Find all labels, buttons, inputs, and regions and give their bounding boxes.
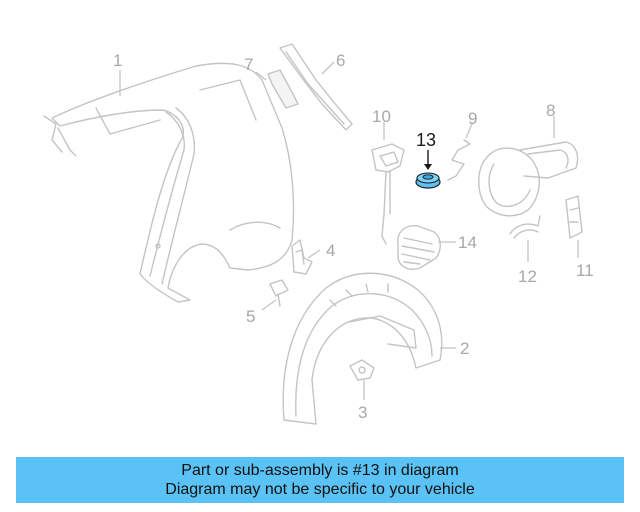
callout-6: 6 [336,51,345,70]
part-10-actuator[interactable] [371,143,405,245]
callout-11: 11 [576,261,594,280]
part-5-fastener[interactable] [269,279,289,307]
part-7-bracket[interactable] [267,69,299,109]
part-1-quarter-panel[interactable] [43,62,295,303]
part-8-fuel-door[interactable] [478,141,579,217]
callout-12: 12 [518,267,537,286]
callout-8: 8 [546,101,555,120]
callout-3: 3 [358,403,367,422]
part-14-vent-grille[interactable] [397,225,441,270]
callout-7: 7 [244,55,253,74]
callout-5: 5 [246,307,255,326]
part-9-clip[interactable] [447,139,471,181]
callout-1: 1 [113,51,122,70]
parts-diagram: 1 7 6 10 13 9 8 [43,43,594,425]
callout-9: 9 [468,109,477,128]
callout-4: 4 [326,241,335,260]
part-12-hose[interactable] [509,215,541,239]
part-13-grommet[interactable] [415,172,441,189]
part-3-bolt[interactable] [349,359,375,381]
callout-13: 13 [416,130,436,150]
callout-2: 2 [460,339,469,358]
info-banner: Part or sub-assembly is #13 in diagram D… [16,457,624,503]
banner-line-2: Diagram may not be specific to your vehi… [165,481,475,498]
part-4-bracket[interactable] [291,239,313,275]
part-11-latch[interactable] [565,195,583,239]
part-6-seal-strip[interactable] [279,43,353,131]
banner-line-1: Part or sub-assembly is #13 in diagram [181,462,459,479]
callout-10: 10 [372,107,391,126]
part-2-wheelhouse-liner[interactable] [282,272,443,425]
callout-14: 14 [458,233,477,252]
